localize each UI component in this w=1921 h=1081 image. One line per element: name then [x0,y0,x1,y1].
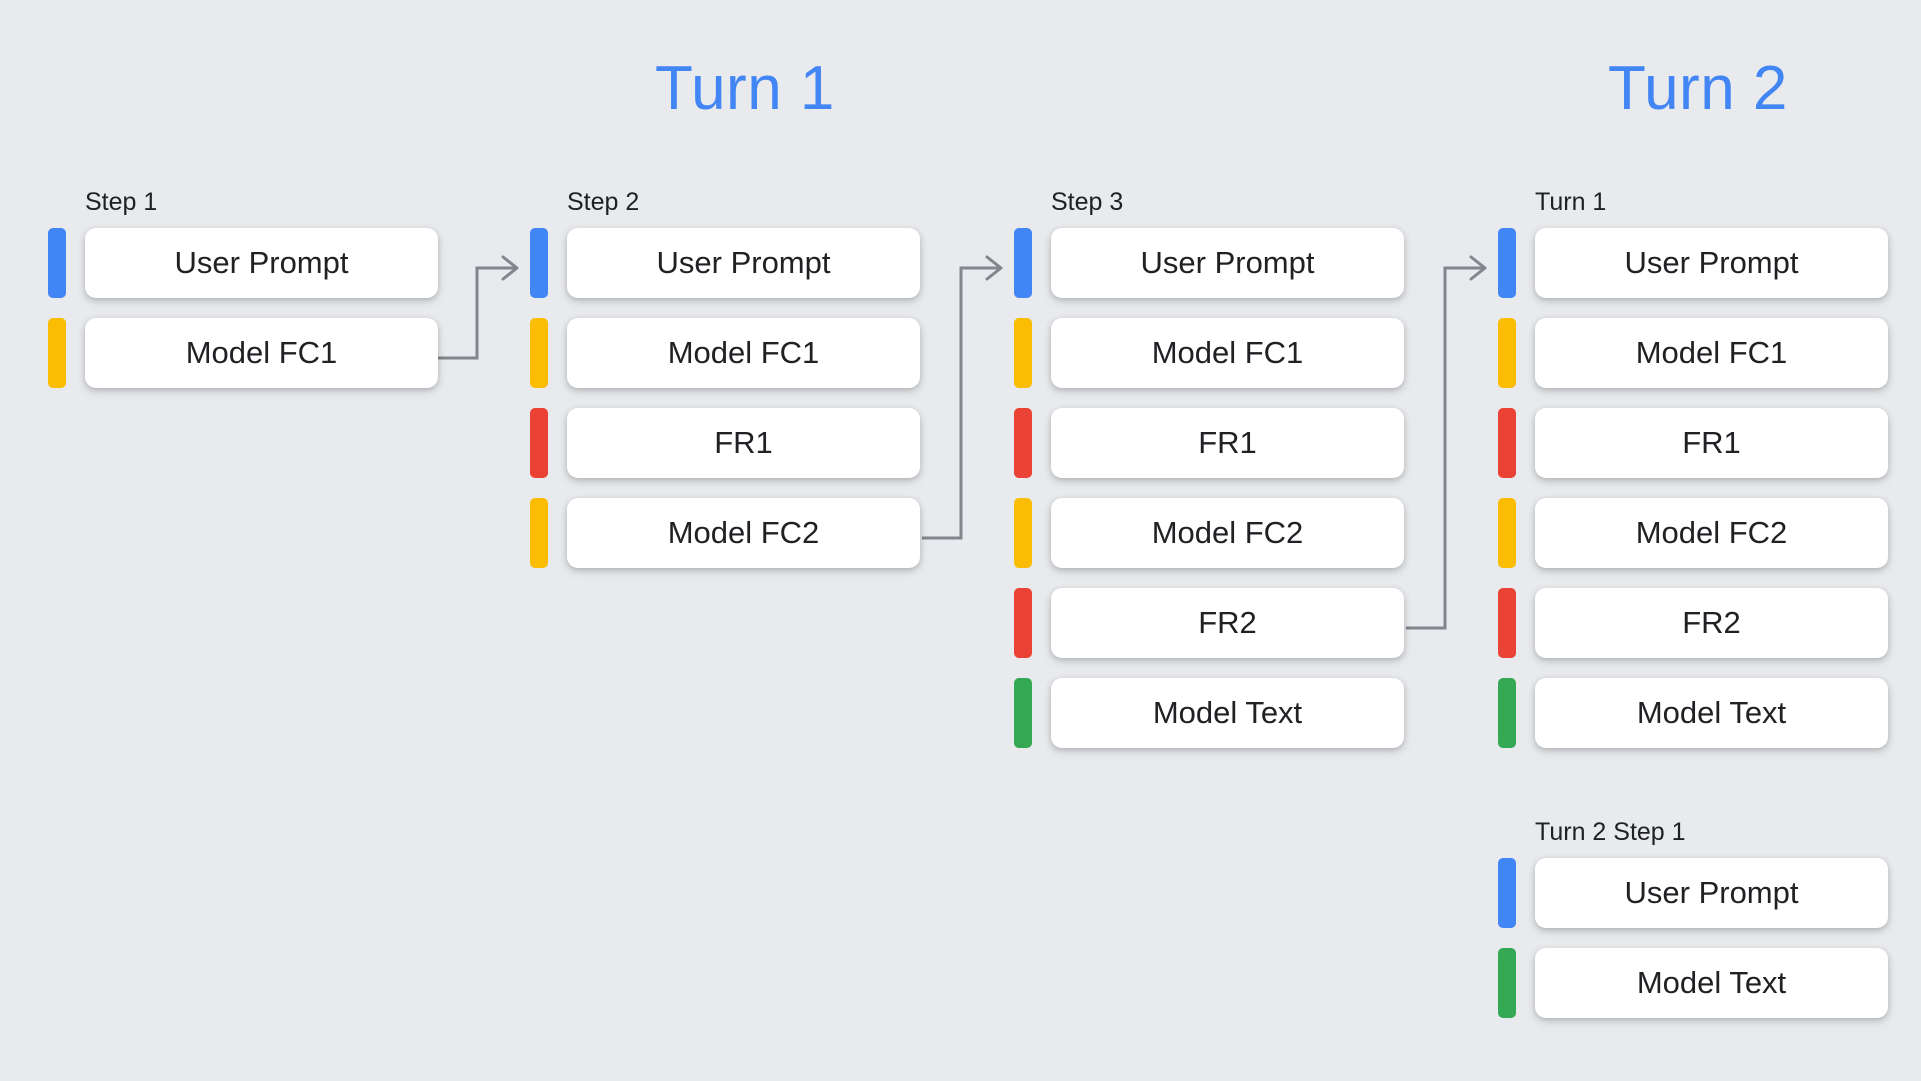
card-label[interactable]: Model FC2 [1051,498,1404,568]
list-item[interactable]: FR2 [1498,588,1888,658]
rows-step-3: User Prompt Model FC1 FR1 Model FC2 FR2 … [1014,228,1404,748]
status-bar-yellow [1498,318,1516,388]
card-label[interactable]: User Prompt [1535,858,1888,928]
list-item[interactable]: User Prompt [48,228,438,298]
status-bar-blue [1498,858,1516,928]
status-bar-red [1014,588,1032,658]
list-item[interactable]: Model FC1 [48,318,438,388]
card-label[interactable]: Model FC1 [567,318,920,388]
connector-step-3-to-turn-1 [1406,255,1487,630]
status-bar-yellow [530,498,548,568]
list-item[interactable]: Model FC1 [1498,318,1888,388]
rows-step-2: User Prompt Model FC1 FR1 Model FC2 [530,228,920,568]
list-item[interactable]: User Prompt [1014,228,1404,298]
card-label[interactable]: User Prompt [85,228,438,298]
card-label[interactable]: Model FC2 [1535,498,1888,568]
status-bar-yellow [530,318,548,388]
list-item[interactable]: FR1 [1498,408,1888,478]
card-label[interactable]: User Prompt [1051,228,1404,298]
list-item[interactable]: FR2 [1014,588,1404,658]
list-item[interactable]: User Prompt [530,228,920,298]
status-bar-yellow [1498,498,1516,568]
column-label-turn-1: Turn 1 [1535,188,1607,216]
rows-turn-1: User Prompt Model FC1 FR1 Model FC2 FR2 … [1498,228,1888,748]
card-label[interactable]: Model FC1 [1535,318,1888,388]
card-label[interactable]: Model FC2 [567,498,920,568]
list-item[interactable]: Model FC1 [530,318,920,388]
column-turn-2-step-1: Turn 2 Step 1 User Prompt Model Text [1498,820,1888,1018]
list-item[interactable]: User Prompt [1498,228,1888,298]
column-step-1: Step 1 User Prompt Model FC1 [48,190,438,388]
status-bar-red [1498,588,1516,658]
turn-2-title: Turn 2 [1608,54,1788,123]
connector-step-1-to-step-2 [438,255,519,360]
card-label[interactable]: User Prompt [1535,228,1888,298]
list-item[interactable]: Model Text [1498,948,1888,1018]
list-item[interactable]: User Prompt [1498,858,1888,928]
column-label-step-1: Step 1 [85,188,158,216]
card-label[interactable]: FR2 [1535,588,1888,658]
list-item[interactable]: FR1 [1014,408,1404,478]
list-item[interactable]: Model FC1 [1014,318,1404,388]
status-bar-red [1498,408,1516,478]
status-bar-blue [1014,228,1032,298]
card-label[interactable]: FR1 [567,408,920,478]
status-bar-blue [1498,228,1516,298]
status-bar-blue [48,228,66,298]
status-bar-yellow [1014,498,1032,568]
list-item[interactable]: FR1 [530,408,920,478]
column-step-3: Step 3 User Prompt Model FC1 FR1 Model F… [1014,190,1404,748]
list-item[interactable]: Model FC2 [530,498,920,568]
rows-step-1: User Prompt Model FC1 [48,228,438,388]
list-item[interactable]: Model Text [1498,678,1888,748]
card-label[interactable]: Model Text [1051,678,1404,748]
status-bar-green [1498,678,1516,748]
column-step-2: Step 2 User Prompt Model FC1 FR1 Model F… [530,190,920,568]
card-label[interactable]: Model Text [1535,948,1888,1018]
card-label[interactable]: Model FC1 [85,318,438,388]
card-label[interactable]: User Prompt [567,228,920,298]
turn-1-title: Turn 1 [655,54,835,123]
column-turn-1: Turn 1 User Prompt Model FC1 FR1 Model F… [1498,190,1888,748]
list-item[interactable]: Model Text [1014,678,1404,748]
connector-step-2-to-step-3 [922,255,1003,540]
list-item[interactable]: Model FC2 [1498,498,1888,568]
status-bar-red [530,408,548,478]
card-label[interactable]: Model FC1 [1051,318,1404,388]
status-bar-blue [530,228,548,298]
list-item[interactable]: Model FC2 [1014,498,1404,568]
column-label-turn-2-step-1: Turn 2 Step 1 [1535,818,1686,846]
card-label[interactable]: FR1 [1051,408,1404,478]
card-label[interactable]: FR2 [1051,588,1404,658]
status-bar-yellow [1014,318,1032,388]
column-label-step-2: Step 2 [567,188,640,216]
rows-turn-2-step-1: User Prompt Model Text [1498,858,1888,1018]
status-bar-yellow [48,318,66,388]
status-bar-green [1498,948,1516,1018]
status-bar-green [1014,678,1032,748]
card-label[interactable]: Model Text [1535,678,1888,748]
column-label-step-3: Step 3 [1051,188,1124,216]
card-label[interactable]: FR1 [1535,408,1888,478]
status-bar-red [1014,408,1032,478]
